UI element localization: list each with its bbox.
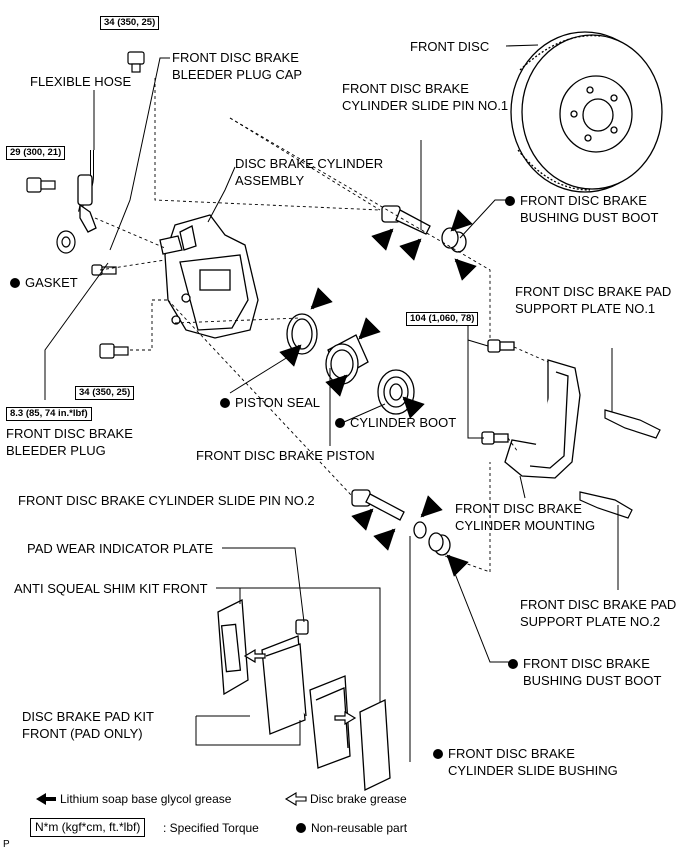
non-reusable-dot xyxy=(296,823,306,833)
legend-torque-desc: : Specified Torque xyxy=(163,821,259,835)
leader-lines xyxy=(44,57,526,762)
label-text: CYLINDER BOOT xyxy=(350,415,457,430)
torque-top: 34 (350, 25) xyxy=(100,16,160,30)
bolt-top xyxy=(127,51,145,73)
label-text: Non-reusable part xyxy=(311,821,408,835)
front-disc-part xyxy=(505,31,663,193)
non-reusable-dot xyxy=(220,398,230,408)
legend-lithium-text: Lithium soap base glycol grease xyxy=(60,792,232,806)
label-pad-support-plate-2: FRONT DISC BRAKE PAD SUPPORT PLATE NO.2 xyxy=(520,597,677,629)
label-bushing-dust-boot-top: FRONT DISC BRAKE BUSHING DUST BOOT xyxy=(505,192,658,226)
label-cylinder-assembly: DISC BRAKE CYLINDER ASSEMBLY xyxy=(235,156,384,188)
corner-mark: P xyxy=(3,839,10,850)
label-piston-seal: PISTON SEAL xyxy=(220,394,320,411)
label-slide-bushing: FRONT DISC BRAKE CYLINDER SLIDE BUSHING xyxy=(433,745,618,779)
torque-caliper-bolt: 34 (350, 25) xyxy=(75,386,135,400)
caliper-part xyxy=(159,214,259,339)
brake-pads-part xyxy=(217,598,391,792)
label-text: FRONT DISC BRAKE CYLINDER SLIDE BUSHING xyxy=(448,746,618,778)
non-reusable-dot xyxy=(10,278,20,288)
torque-bleeder-plug: 8.3 (85, 74 in.*lbf) xyxy=(6,407,92,421)
legend-lithium-arrow xyxy=(36,793,56,805)
lithium-grease-arrows xyxy=(279,209,477,577)
non-reusable-dot xyxy=(508,659,518,669)
label-brake-piston: FRONT DISC BRAKE PISTON xyxy=(196,448,375,463)
pad-support-plate-2-part xyxy=(579,491,633,590)
label-bleeder-plug-cap: FRONT DISC BRAKE BLEEDER PLUG CAP xyxy=(172,50,303,82)
label-cylinder-mounting: FRONT DISC BRAKE CYLINDER MOUNTING xyxy=(455,501,596,533)
label-front-disc: FRONT DISC xyxy=(410,39,490,54)
label-text: FRONT DISC BRAKE BUSHING DUST BOOT xyxy=(523,656,662,688)
assembly-dashed-lines xyxy=(94,78,549,573)
label-text: PISTON SEAL xyxy=(235,395,321,410)
label-slide-pin-2: FRONT DISC BRAKE CYLINDER SLIDE PIN NO.2 xyxy=(18,493,315,508)
torque-mounting-bolt: 104 (1,060, 78) xyxy=(406,312,479,326)
legend-disc-grease-text: Disc brake grease xyxy=(310,792,407,806)
cylinder-boot-part xyxy=(377,369,415,415)
flexible-hose-part xyxy=(77,90,97,233)
label-pad-kit: DISC BRAKE PAD KIT FRONT (PAD ONLY) xyxy=(22,709,154,741)
slide-pin-2-part xyxy=(351,489,451,556)
legend-non-reusable: Non-reusable part xyxy=(296,820,407,837)
label-wear-indicator: PAD WEAR INDICATOR PLATE xyxy=(27,541,214,556)
non-reusable-dot xyxy=(433,749,443,759)
legend-disc-arrow xyxy=(284,792,307,806)
label-gasket: GASKET xyxy=(10,274,78,291)
non-reusable-dot xyxy=(335,418,345,428)
piston-part xyxy=(325,334,369,385)
disc-grease-arrows xyxy=(243,648,357,726)
label-text: GASKET xyxy=(25,275,78,290)
bleeder-plug-part xyxy=(91,264,117,276)
label-cylinder-boot: CYLINDER BOOT xyxy=(335,414,456,431)
cylinder-mounting-part xyxy=(481,339,581,479)
bolt-mid xyxy=(99,343,129,359)
label-flexible-hose: FLEXIBLE HOSE xyxy=(30,74,132,89)
pad-support-plate-1-part xyxy=(604,348,661,439)
non-reusable-dot xyxy=(505,196,515,206)
piston-seal-part xyxy=(286,313,318,355)
label-bleeder-plug: FRONT DISC BRAKE BLEEDER PLUG xyxy=(6,426,133,458)
torque-hose-bolt: 29 (300, 21) xyxy=(6,146,66,160)
bolt-hose xyxy=(26,177,56,193)
label-shim-kit: ANTI SQUEAL SHIM KIT FRONT xyxy=(14,581,208,596)
gasket-part xyxy=(56,230,76,254)
label-pad-support-plate-1: FRONT DISC BRAKE PAD SUPPORT PLATE NO.1 xyxy=(515,284,672,316)
label-bushing-dust-boot-bottom: FRONT DISC BRAKE BUSHING DUST BOOT xyxy=(508,655,661,689)
label-text: FRONT DISC BRAKE BUSHING DUST BOOT xyxy=(520,193,659,225)
legend-torque-unit: N*m (kgf*cm, ft.*lbf) xyxy=(30,818,146,837)
label-slide-pin-1: FRONT DISC BRAKE CYLINDER SLIDE PIN NO.1 xyxy=(342,81,509,113)
